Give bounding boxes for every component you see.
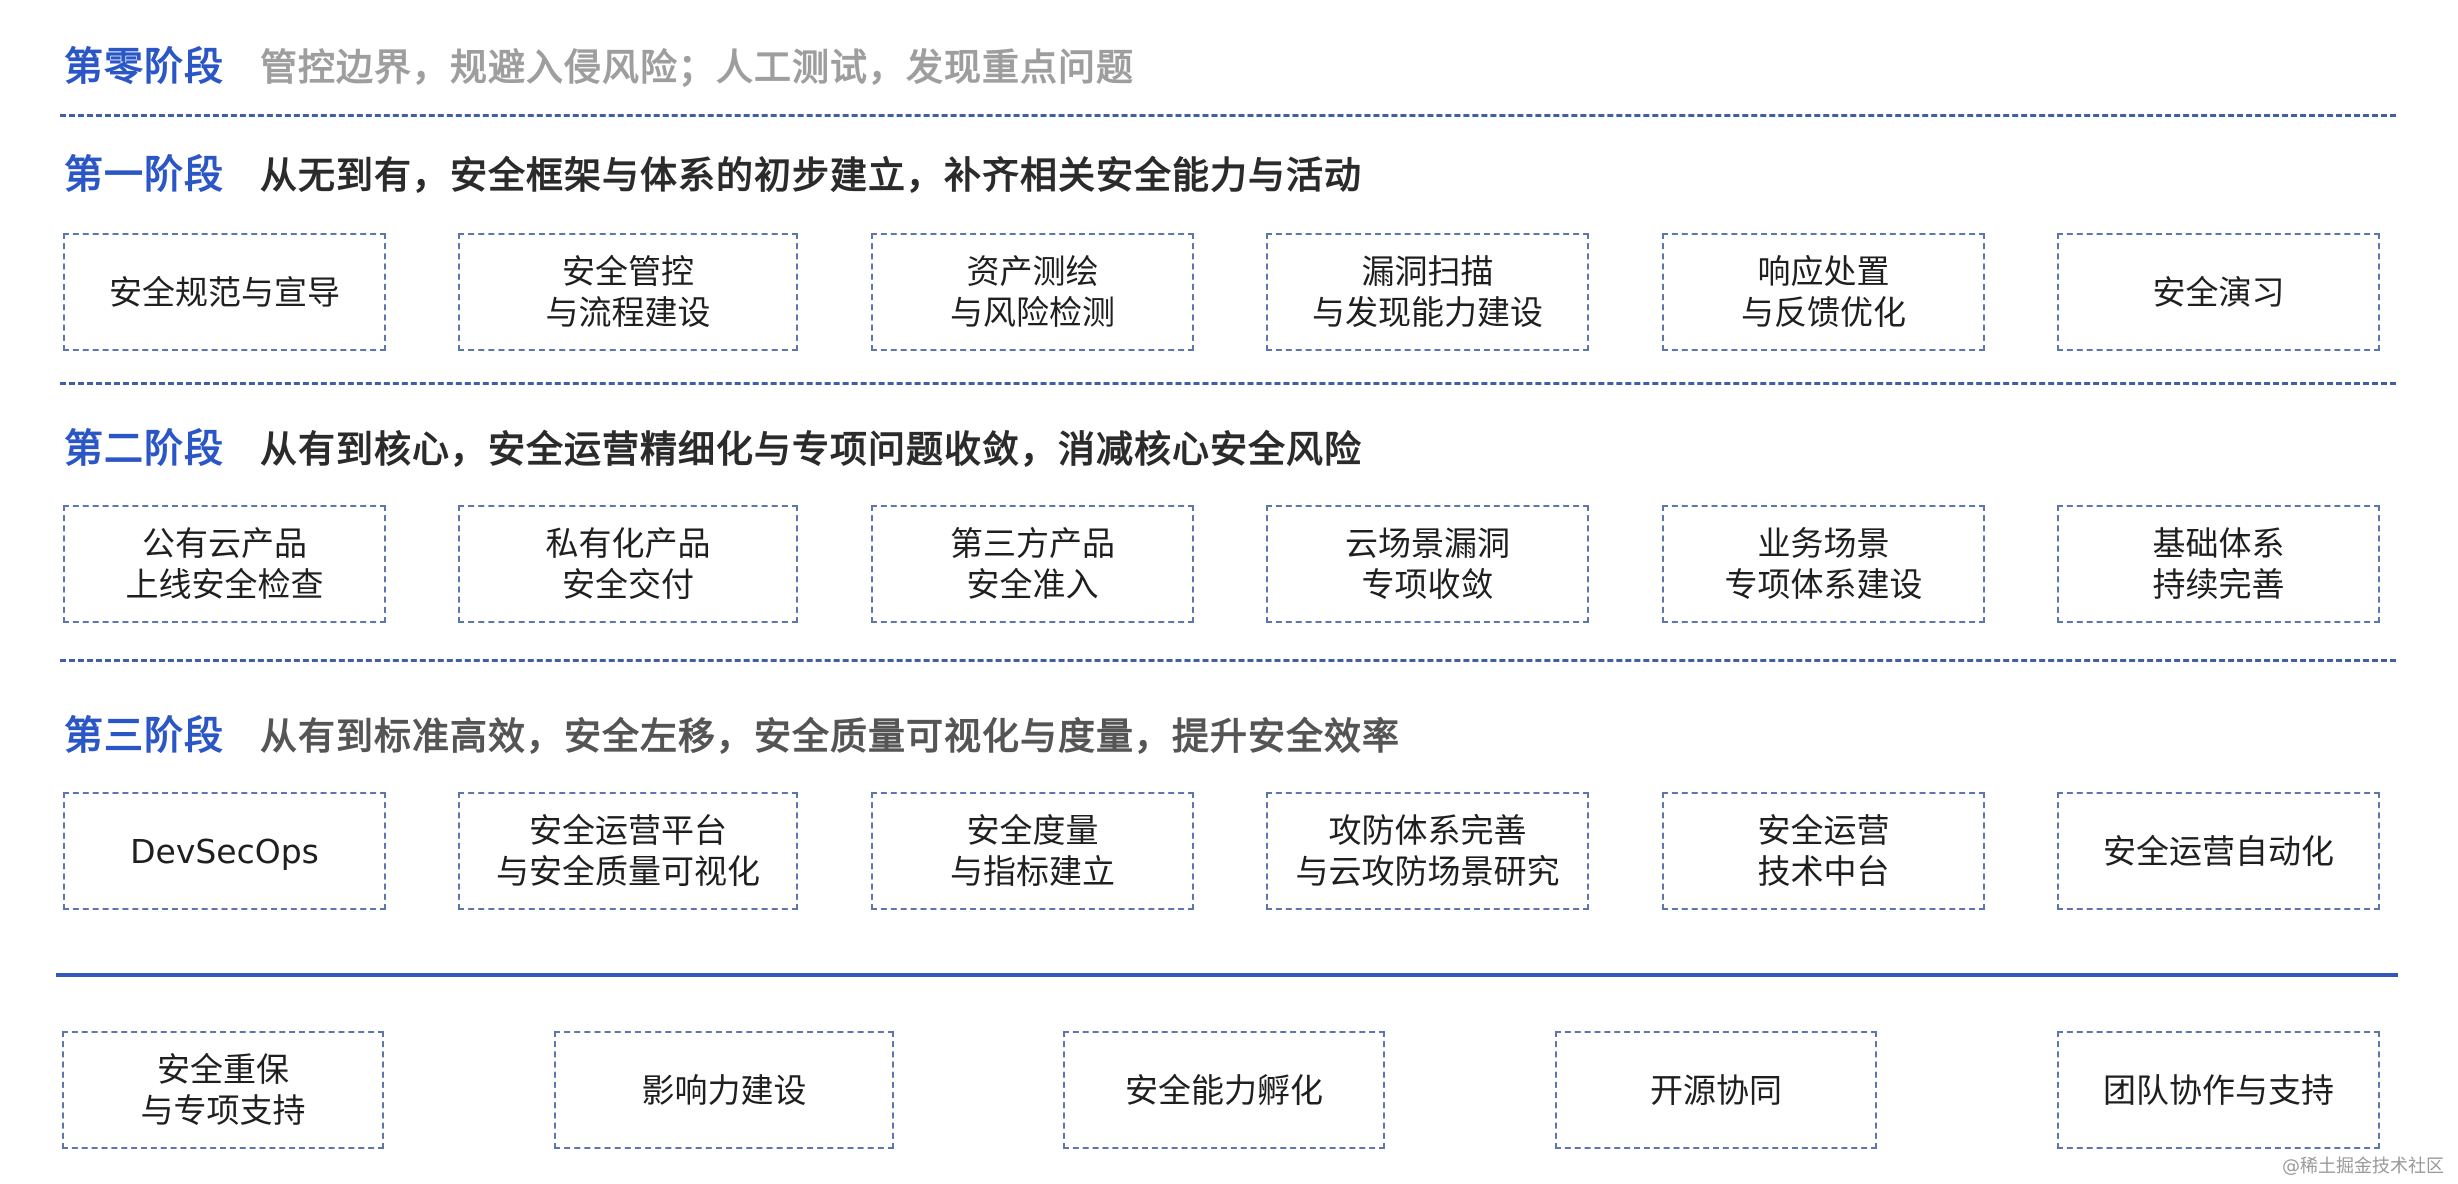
box-line: 与指标建立	[950, 852, 1115, 891]
capability-box: 安全演习	[2057, 233, 2380, 351]
box-line: 攻防体系完善	[1328, 811, 1527, 850]
box-line: 团队协作与支持	[2103, 1070, 2334, 1110]
box-line: 公有云产品	[142, 524, 307, 563]
box-line: 安全重保	[157, 1050, 289, 1089]
box-line: 与反馈优化	[1741, 293, 1906, 332]
stage-label: 第二阶段	[64, 427, 225, 472]
capability-box: 安全运营平台 与安全质量可视化	[458, 792, 798, 910]
box-line: 漏洞扫描	[1361, 252, 1494, 291]
capability-box: 响应处置 与反馈优化	[1662, 233, 1985, 351]
stage-1-title: 第一阶段 从无到有，安全框架与体系的初步建立，补齐相关安全能力与活动	[64, 142, 1362, 202]
stage-description: 管控边界，规避入侵风险；人工测试，发现重点问题	[260, 46, 1135, 89]
box-line: 安全演习	[2152, 272, 2285, 312]
capability-box: 公有云产品 上线安全检查	[63, 505, 386, 623]
capability-box: 漏洞扫描 与发现能力建设	[1266, 233, 1589, 351]
support-box: 开源协同	[1555, 1031, 1877, 1149]
capability-box: 基础体系 持续完善	[2057, 505, 2380, 623]
box-line: 与发现能力建设	[1312, 293, 1543, 332]
box-line: 安全运营	[1757, 811, 1890, 850]
capability-box: 第三方产品 安全准入	[871, 505, 1194, 623]
box-line: 专项体系建设	[1724, 565, 1923, 604]
box-line: 与流程建设	[545, 293, 711, 332]
stage-divider	[60, 114, 2396, 117]
box-line: 与专项支持	[140, 1091, 306, 1130]
stage-label: 第三阶段	[64, 714, 225, 759]
box-line: 安全交付	[562, 565, 694, 604]
stage-2-title: 第二阶段 从有到核心，安全运营精细化与专项问题收敛，消减核心安全风险	[64, 416, 1362, 476]
support-box: 安全重保 与专项支持	[62, 1031, 384, 1149]
stage-label: 第零阶段	[64, 45, 225, 90]
box-line: 上线安全检查	[125, 565, 324, 604]
capability-box: 资产测绘 与风险检测	[871, 233, 1194, 351]
capability-box: 安全管控 与流程建设	[458, 233, 798, 351]
box-line: 第三方产品	[950, 524, 1115, 563]
capability-box: 攻防体系完善 与云攻防场景研究	[1266, 792, 1589, 910]
box-line: 安全管控	[562, 252, 694, 291]
support-separator	[56, 973, 2398, 977]
capability-box: 安全运营 技术中台	[1662, 792, 1985, 910]
stage-0-title: 第零阶段 管控边界，规避入侵风险；人工测试，发现重点问题	[64, 34, 1134, 94]
capability-box: 安全运营自动化	[2057, 792, 2380, 910]
box-line: 云场景漏洞	[1345, 524, 1510, 563]
box-line: 技术中台	[1757, 852, 1890, 891]
stage-divider	[60, 382, 2396, 385]
box-line: 开源协同	[1650, 1070, 1782, 1110]
box-line: 安全运营自动化	[2103, 831, 2334, 871]
box-line: 私有化产品	[545, 524, 711, 563]
support-box: 团队协作与支持	[2057, 1031, 2380, 1149]
box-line: 安全度量	[966, 811, 1099, 850]
box-line: 影响力建设	[641, 1070, 807, 1110]
capability-box: 安全规范与宣导	[63, 233, 386, 351]
support-box: 影响力建设	[554, 1031, 894, 1149]
capability-box: 安全度量 与指标建立	[871, 792, 1194, 910]
stage-divider	[60, 659, 2396, 662]
box-line: 与安全质量可视化	[496, 852, 760, 891]
capability-box: 业务场景 专项体系建设	[1662, 505, 1985, 623]
box-line: 安全规范与宣导	[109, 272, 340, 312]
box-line: 响应处置	[1757, 252, 1890, 291]
box-line: DevSecOps	[130, 831, 319, 871]
stage-3-title: 第三阶段 从有到标准高效，安全左移，安全质量可视化与度量，提升安全效率	[64, 703, 1400, 763]
box-line: 业务场景	[1757, 524, 1890, 563]
box-line: 安全准入	[966, 565, 1099, 604]
box-line: 安全运营平台	[529, 811, 727, 850]
stage-label: 第一阶段	[64, 153, 225, 198]
capability-box: 云场景漏洞 专项收敛	[1266, 505, 1589, 623]
support-box: 安全能力孵化	[1063, 1031, 1385, 1149]
box-line: 安全能力孵化	[1125, 1070, 1323, 1110]
box-line: 资产测绘	[966, 252, 1099, 291]
box-line: 专项收敛	[1361, 565, 1494, 604]
stage-description: 从有到核心，安全运营精细化与专项问题收敛，消减核心安全风险	[260, 428, 1363, 471]
box-line: 基础体系	[2152, 524, 2285, 563]
watermark: @稀土掘金技术社区	[2282, 1156, 2444, 1177]
capability-box: 私有化产品 安全交付	[458, 505, 798, 623]
box-line: 与云攻防场景研究	[1295, 852, 1560, 891]
stage-description: 从有到标准高效，安全左移，安全质量可视化与度量，提升安全效率	[260, 715, 1401, 758]
stage-description: 从无到有，安全框架与体系的初步建立，补齐相关安全能力与活动	[260, 154, 1363, 197]
box-line: 持续完善	[2152, 565, 2285, 604]
capability-box: DevSecOps	[63, 792, 386, 910]
box-line: 与风险检测	[950, 293, 1115, 332]
